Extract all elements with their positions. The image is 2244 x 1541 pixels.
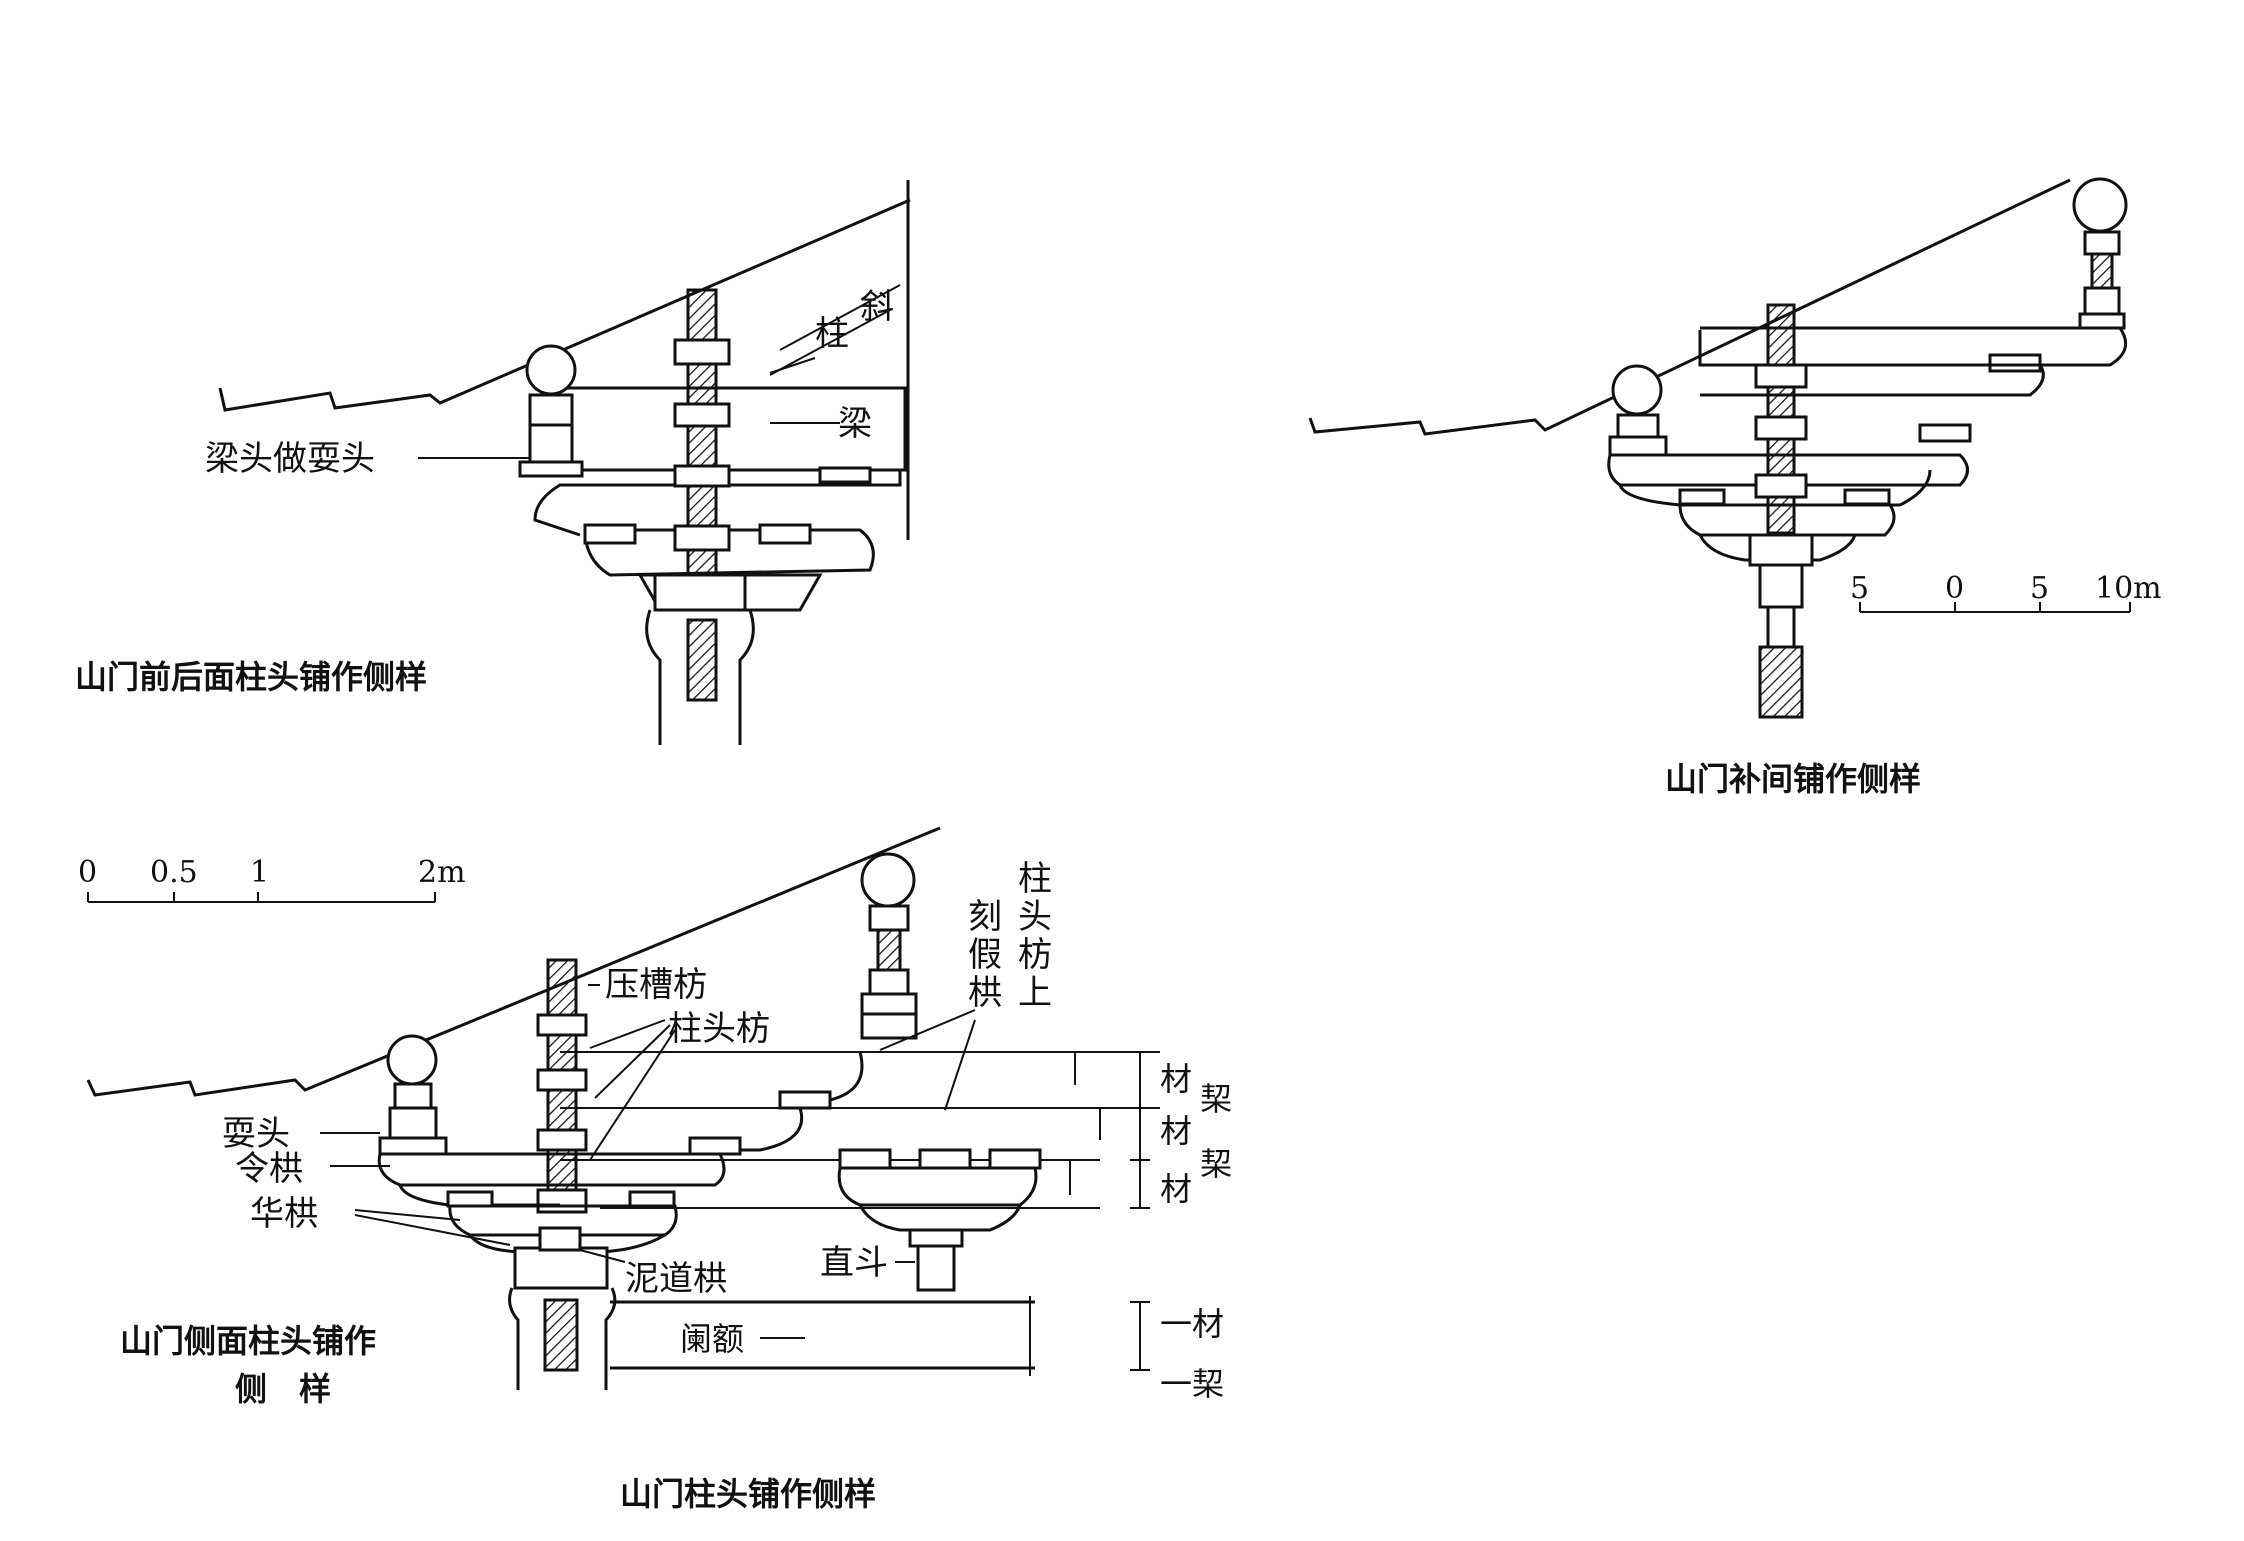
- scale-bujian-2: 5: [2030, 571, 2049, 606]
- label-zhutoufang: 柱头枋: [668, 1009, 770, 1049]
- roof-line-2: [1308, 178, 2071, 436]
- side-central-post: [546, 958, 578, 1017]
- purlin-top-side: [860, 852, 916, 908]
- label-huagong: 华栱: [250, 1194, 318, 1234]
- label-liangtou: 梁头做耍头: [205, 439, 375, 479]
- purlin-section: [525, 344, 577, 396]
- label-shuatou: 耍头: [222, 1114, 290, 1154]
- label-cai-1: 材: [1160, 1060, 1192, 1098]
- scale-bujian-3: 10m: [2095, 571, 2162, 606]
- caption-side-2: 侧 样: [235, 1370, 331, 1408]
- label-liang: 梁: [838, 404, 872, 444]
- purlin-left-side: [386, 1034, 438, 1086]
- scale-side-0: 0: [78, 855, 97, 890]
- cap-block: [653, 573, 747, 612]
- bujian-bracket-diagram: 5 0 5 10m 山门补间铺作侧样: [1308, 177, 2162, 798]
- scale-side-2: 1: [250, 855, 269, 890]
- label-tou-v: 头: [1018, 897, 1052, 937]
- bracket-arm-upper: [530, 468, 902, 537]
- label-zhu: 柱: [815, 314, 849, 354]
- scale-bujian-1: 0: [1945, 571, 1964, 606]
- caption-front-back: 山门前后面柱头铺作侧样: [75, 658, 427, 696]
- caption-overall: 山门柱头铺作侧样: [620, 1475, 876, 1513]
- caption-side: 山门侧面柱头铺作: [120, 1322, 376, 1360]
- purlin-left: [1611, 364, 1663, 416]
- label-shang-v: 上: [1018, 973, 1052, 1013]
- label-qi-1: 栔: [1200, 1080, 1232, 1118]
- label-jia: 假: [968, 935, 1002, 975]
- label-nidaogong: 泥道栱: [625, 1259, 727, 1299]
- caption-bujian: 山门补间铺作侧样: [1665, 760, 1921, 798]
- bujian-column: [1758, 645, 1804, 719]
- label-gong: 栱: [968, 973, 1002, 1013]
- bracket-arm-middle: [583, 528, 875, 577]
- label-yacaofang: 压槽枋: [605, 965, 707, 1005]
- label-cai-3: 材: [1160, 1170, 1192, 1208]
- front-back-bracket-diagram: 柱 斜 梁 梁头做耍头 山门前后面柱头铺作侧样: [75, 180, 911, 745]
- label-lan-e: 阑额: [680, 1320, 744, 1358]
- side-bracket-diagram: 0 0.5 1 2m: [78, 826, 1232, 1408]
- scale-bujian-0: 5: [1850, 571, 1869, 606]
- scale-bar-side: 0 0.5 1 2m: [78, 855, 466, 903]
- label-zhidou: 直斗: [820, 1243, 888, 1283]
- column: [686, 618, 718, 702]
- label-xie: 斜: [860, 287, 894, 327]
- label-zhu-v: 柱: [1018, 859, 1052, 899]
- bracket-arm-lower: [637, 573, 823, 612]
- central-post: [686, 288, 718, 342]
- bujian-post: [1766, 303, 1796, 367]
- beam: [558, 386, 907, 472]
- label-linggong: 令栱: [235, 1149, 303, 1189]
- label-cai-2: 材: [1160, 1112, 1192, 1150]
- side-column: [543, 1298, 579, 1372]
- label-qi-3: 一栔: [1160, 1365, 1224, 1403]
- label-fang-v: 枋: [1018, 935, 1052, 975]
- purlin-top: [2072, 177, 2128, 233]
- label-cai-4: 一材: [1160, 1305, 1224, 1343]
- roof-line-3: [86, 826, 941, 1097]
- scale-side-1: 0.5: [150, 855, 198, 890]
- scale-side-3: 2m: [418, 855, 466, 890]
- label-ke: 刻: [968, 897, 1002, 937]
- label-qi-2: 栔: [1200, 1145, 1232, 1183]
- dimension-marks: [1069, 1051, 1150, 1371]
- scale-bar-bujian: 5 0 5 10m: [1850, 571, 2162, 613]
- roof-line: [218, 198, 911, 412]
